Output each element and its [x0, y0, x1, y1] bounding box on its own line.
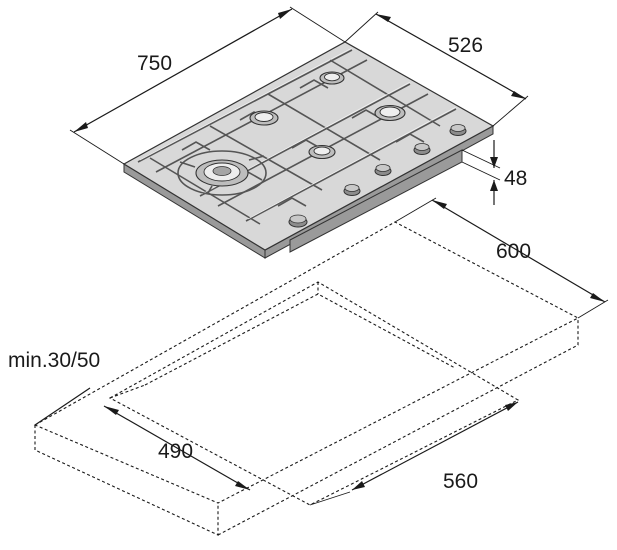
burner-rear-left [249, 110, 279, 126]
burner-right [374, 104, 406, 122]
knob-4 [413, 143, 431, 155]
wok-burner [177, 150, 267, 196]
dimension-lines [34, 6, 609, 506]
burner-front-center [308, 144, 336, 160]
dim-line-560 [351, 401, 519, 491]
burner-rear-center [319, 71, 345, 85]
dimension-labels: 750 526 48 600 min.30/50 490 560 [8, 34, 531, 493]
dim-line-750 [73, 8, 293, 133]
label-outer-depth: 600 [496, 240, 531, 263]
knob-1 [288, 214, 308, 228]
knob-2 [343, 184, 361, 196]
dim-line-526 [375, 13, 527, 100]
knob-3 [374, 164, 392, 176]
control-knobs [288, 124, 467, 228]
label-hob-depth: 526 [448, 34, 483, 57]
label-countertop-thickness: min.30/50 [8, 349, 100, 372]
label-hob-width: 750 [137, 52, 172, 75]
dim-line-thickness [34, 387, 91, 426]
dim-line-600 [431, 199, 606, 303]
label-cutout-depth: 490 [158, 440, 193, 463]
countertop [33, 221, 580, 536]
knob-5 [449, 124, 467, 136]
label-hob-height: 48 [504, 167, 527, 190]
label-cutout-width: 560 [443, 470, 478, 493]
dim-line-490 [103, 405, 251, 491]
gas-hob [122, 41, 495, 259]
